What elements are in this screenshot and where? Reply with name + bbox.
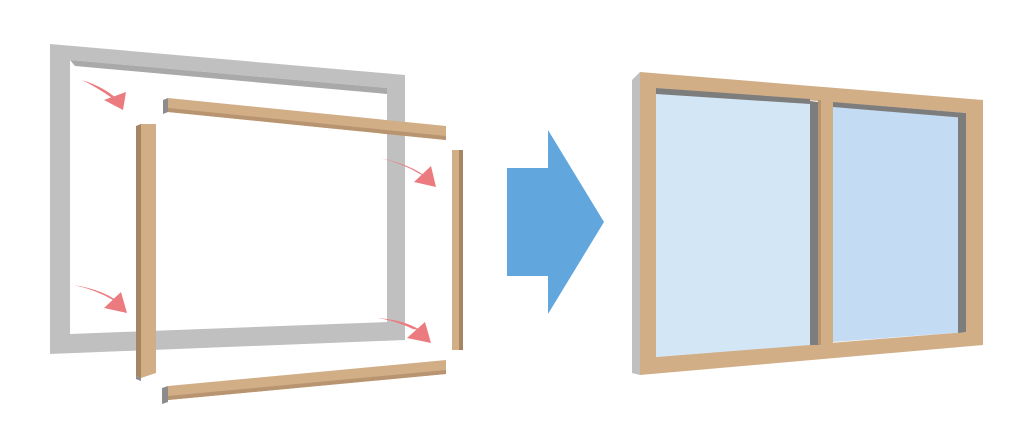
right-cover-bar xyxy=(452,150,463,350)
glass-pane-right xyxy=(833,104,966,342)
insert-arrow-top-left xyxy=(82,80,126,110)
before-panel xyxy=(50,44,463,404)
frame-inner-shadow-right xyxy=(958,113,966,333)
new-wood-frame xyxy=(640,72,983,375)
top-cover-bar xyxy=(163,98,446,140)
frame-inner-shadow-top-right xyxy=(833,102,966,118)
insert-arrow-bottom-right xyxy=(378,318,431,343)
window-mullion xyxy=(818,100,833,345)
left-cover-bar xyxy=(136,124,156,381)
insert-arrow-top-right xyxy=(380,158,436,187)
frame-inner-shadow-top-left xyxy=(656,88,810,104)
glass-pane-left xyxy=(656,90,810,357)
window-mullion-edge xyxy=(818,100,821,345)
right-arrow-icon xyxy=(507,130,604,314)
old-window-frame-inner-shade xyxy=(70,60,387,94)
old-window-frame xyxy=(50,44,405,354)
after-panel xyxy=(632,72,983,375)
window-depth-side xyxy=(632,72,640,375)
insert-arrow-bottom-left xyxy=(74,285,127,313)
bottom-cover-bar xyxy=(162,360,446,404)
sash-shadow-left-pane xyxy=(810,101,818,345)
